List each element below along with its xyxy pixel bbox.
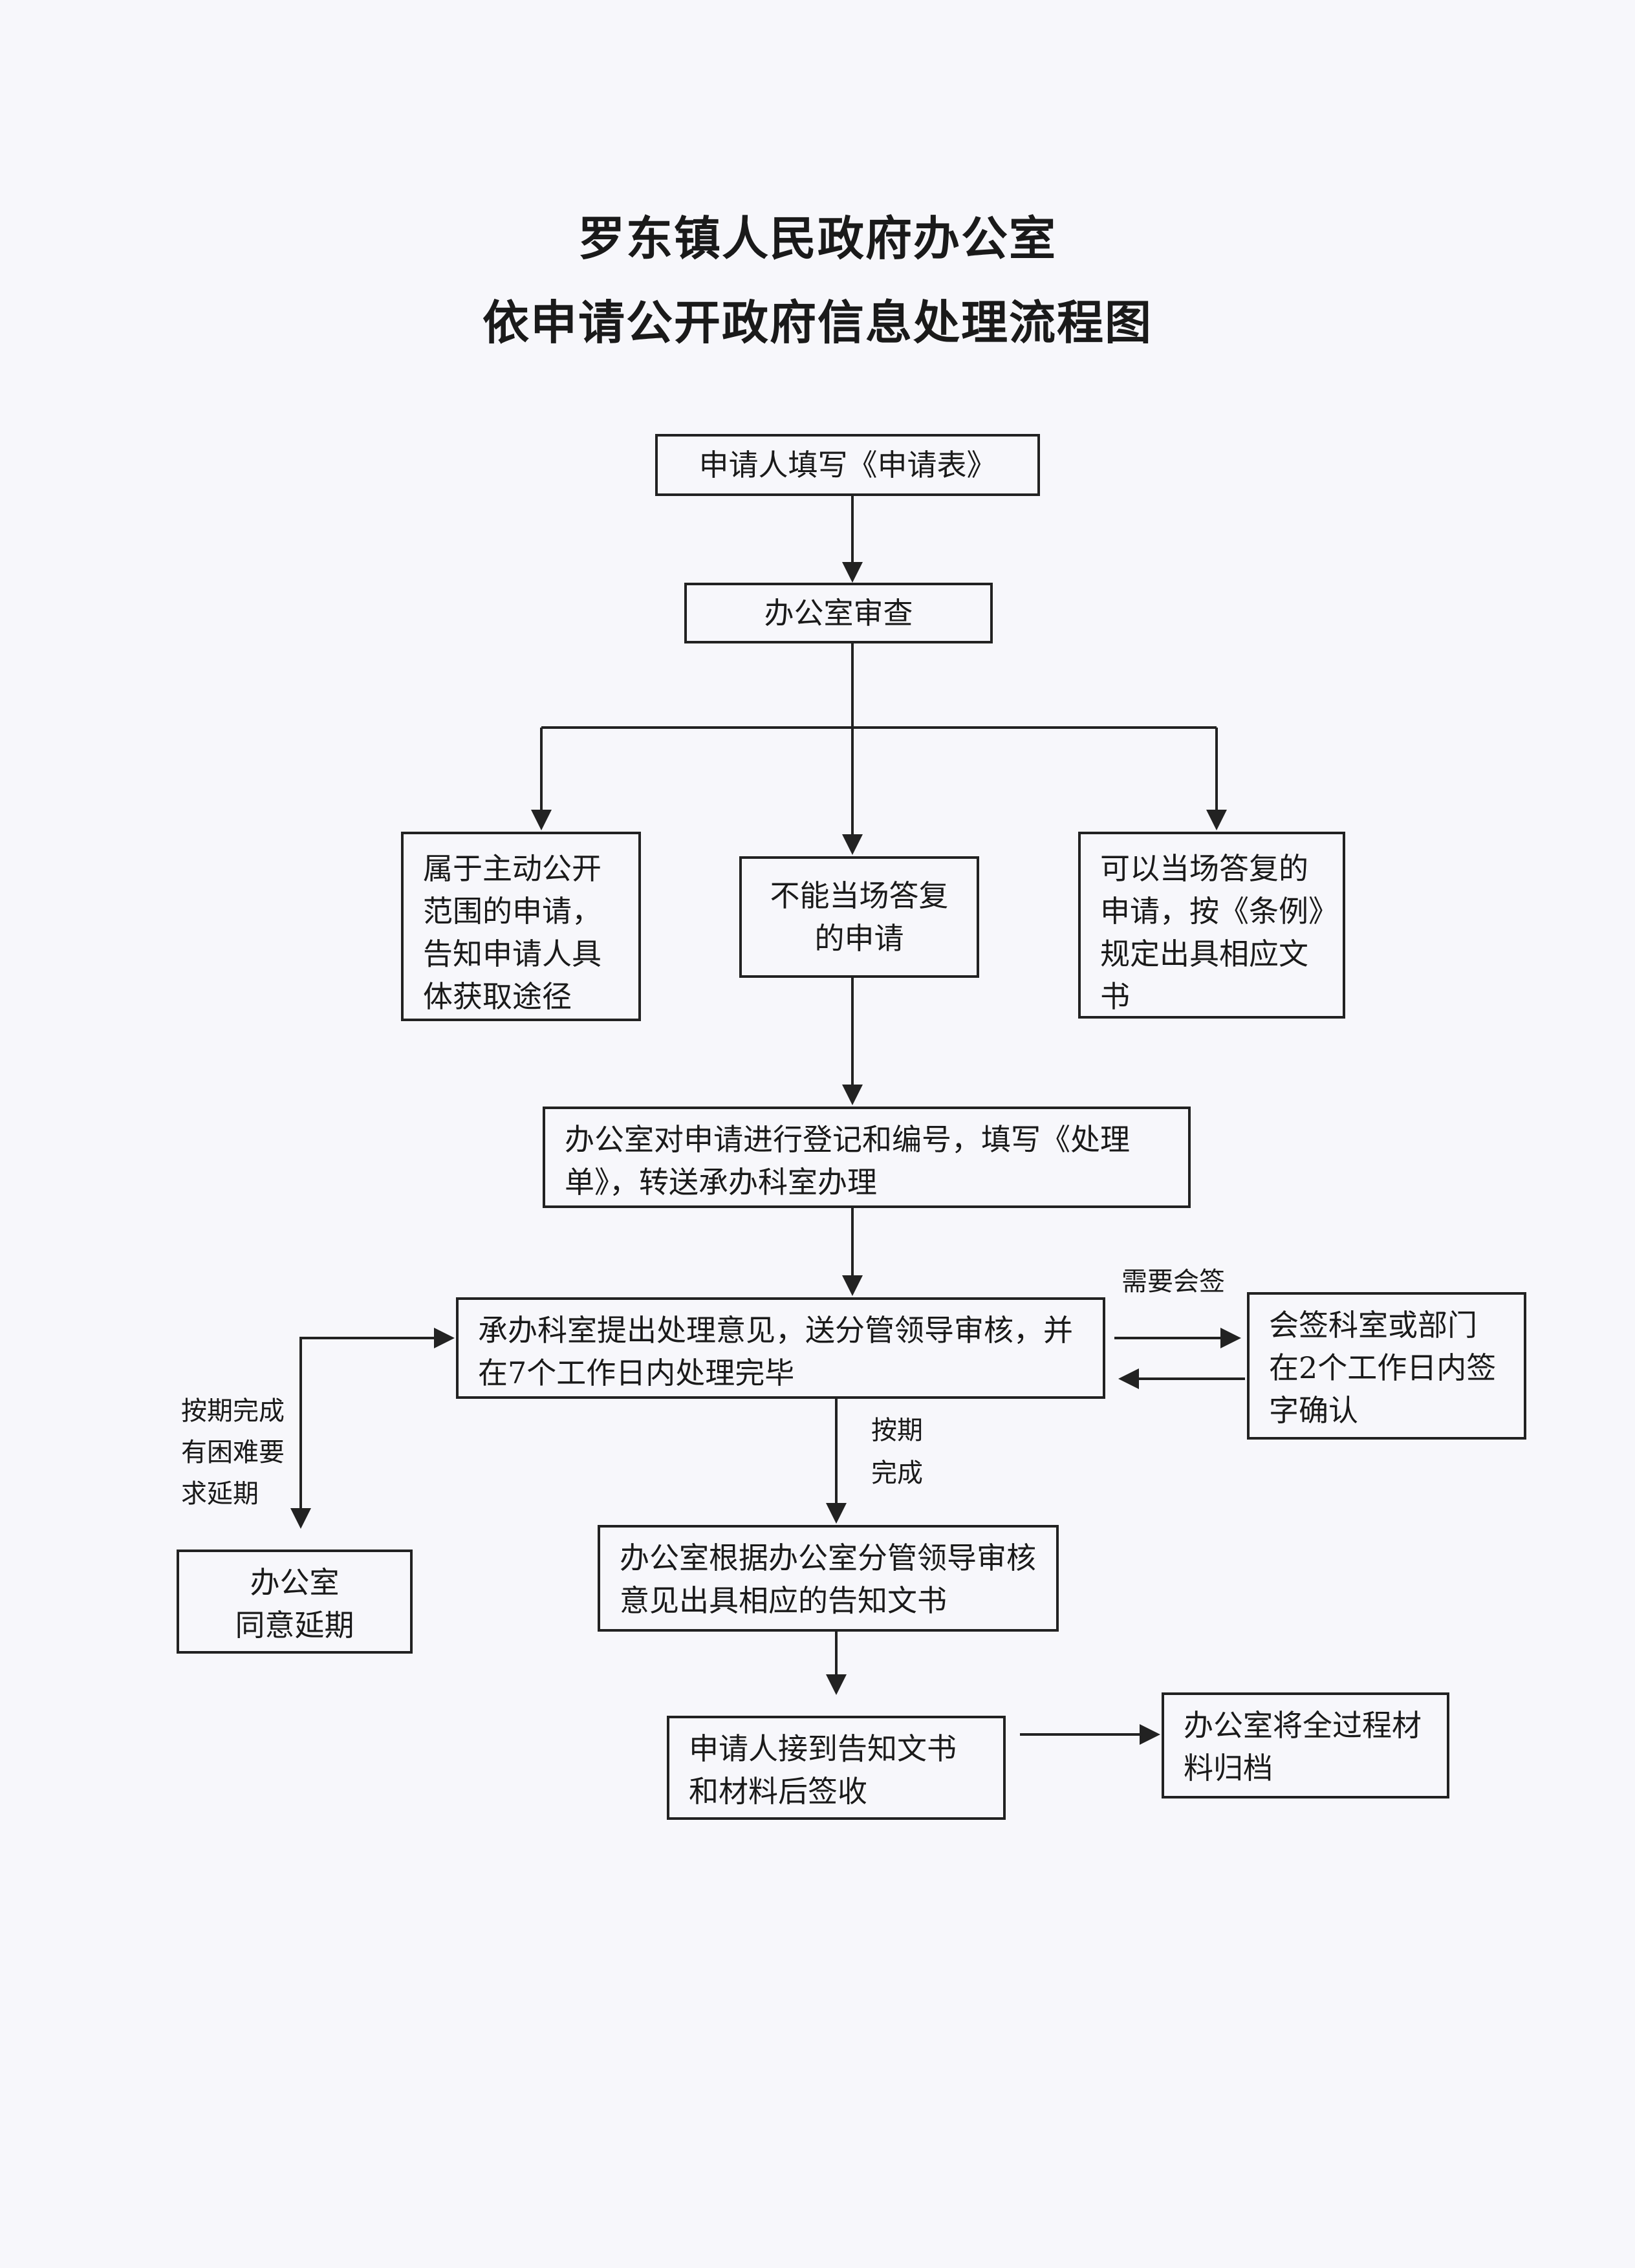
arrow-delay-loop-in [299,1328,455,1526]
label-delay: 按期完成有困难要求延期 [181,1396,285,1509]
node-extend-line1: 办公室 [250,1565,340,1600]
node-can-reply: 可以当场答复的申请，按《条例》规定出具相应文书 [1078,832,1345,1019]
title-line-2: 依申请公开政府信息处理流程图 [482,296,1153,350]
label-ontime-2: 完成 [871,1458,923,1488]
label-ontime-1: 按期 [871,1416,923,1445]
node-active-disclosure: 属于主动公开范围的申请，告知申请人具体获取途径 [401,832,641,1021]
title-line-1: 罗东镇人民政府办公室 [578,211,1057,266]
node-register: 办公室对申请进行登记和编号，填写《处理单》，转送承办科室办理 [543,1107,1191,1208]
node-extend: 办公室同意延期 [177,1550,413,1654]
node-review: 办公室审查 [684,583,993,643]
node-handle: 承办科室提出处理意见，送分管领导审核，并在7个工作日内处理完毕 [456,1297,1105,1399]
node-notice: 办公室根据办公室分管领导审核意见出具相应的告知文书 [598,1525,1059,1632]
label-need-cosign: 需要会签 [1121,1267,1225,1297]
node-extend-line2: 同意延期 [235,1608,354,1643]
node-cosign: 会签科室或部门在2个工作日内签字确认 [1247,1292,1526,1440]
node-receive: 申请人接到告知文书和材料后签收 [667,1716,1006,1820]
node-cannot-reply: 不能当场答复的申请 [739,856,979,978]
node-archive: 办公室将全过程材料归档 [1162,1692,1449,1798]
node-apply: 申请人填写《申请表》 [655,434,1040,496]
